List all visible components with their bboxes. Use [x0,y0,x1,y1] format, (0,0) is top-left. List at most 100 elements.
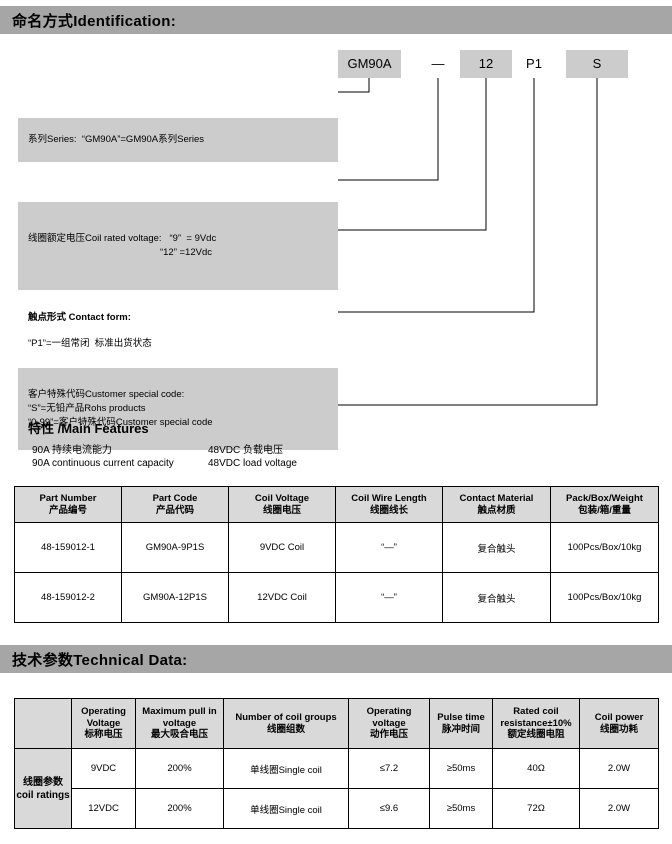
technical-col-operating-voltage-en: Operating Voltage [81,705,126,729]
banner-title-technical: 技术参数Technical Data: [12,651,188,669]
table-row: 12VDC 200% 单线圈Single coil ≤9.6 ≥50ms 72Ω… [15,788,659,829]
technical-col-operating-voltage: Operating Voltage 标称电压 [71,698,136,749]
cell-coil-power: 2.0W [579,748,659,789]
technical-col-actuation-voltage-cn: 动作电压 [369,729,408,741]
cell-pack: 100Pcs/Box/10kg [550,572,659,623]
banner-title-identification: 命名方式Identification: [12,12,177,30]
technical-col-max-pull-in-cn: 最大吸合电压 [150,729,208,741]
technical-row-header-en: coil ratings [16,789,70,801]
cell-part-number: 48-159012-2 [14,572,122,623]
parts-col-contact-material: Contact Material 触点材质 [442,486,551,523]
technical-col-coil-power: Coil power 线圈功耗 [579,698,659,749]
code-chip-series: GM90A [338,50,401,78]
parts-col-part-code-cn: 产品代码 [155,504,194,516]
technical-col-coil-groups-en: Number of coil groups [235,711,337,723]
technical-col-pulse-time-cn: 脉冲时间 [441,723,480,735]
parts-col-pack-cn: 包装/箱/重量 [578,504,631,516]
technical-col-coil-resistance: Rated coil resistance±10% 额定线圈电阻 [492,698,580,749]
cell-max-pull-in: 200% [135,788,224,829]
cell-coil-resistance: 72Ω [492,788,580,829]
parts-col-coil-voltage-en: Coil Voltage [254,492,310,504]
cell-operating-voltage: 9VDC [71,748,136,789]
technical-col-operating-voltage-cn: 标称电压 [84,729,123,741]
parts-col-part-code-en: Part Code [152,492,198,504]
cell-part-number: 48-159012-1 [14,522,122,573]
technical-col-pulse-time: Pulse time 脉冲时间 [429,698,493,749]
descriptor-contact-form-line1: 触点形式 Contact form: [28,312,131,324]
feature-cn-load-voltage: 48VDC 负载电压 [208,445,284,456]
descriptor-series-text: 系列Series: “GM90A”=GM90A系列Series [28,134,205,146]
descriptor-special-line3: “0-99”=客户特殊代码Customer special code [28,416,213,428]
code-chip-dash: — [431,56,445,71]
descriptor-special-line1: 客户特殊代码Customer special code: [28,389,185,401]
descriptor-series: 系列Series: “GM90A”=GM90A系列Series [18,118,338,162]
technical-col-coil-power-en: Coil power [594,711,644,723]
main-features-title: 特性 /Main Features [28,421,149,436]
descriptor-coil-rated-voltage: 线圈额定电压Coil rated voltage: “9” = 9Vdc “12… [18,202,338,290]
section-banner-identification: 命名方式Identification: [0,6,672,34]
code-chip-contact-form: P1 [526,56,542,71]
parts-col-part-number: Part Number 产品编号 [14,486,122,523]
technical-col-pulse-time-en: Pulse time [437,711,485,723]
descriptor-coil-voltage-line1: 线圈额定电压Coil rated voltage: “9” = 9Vdc [28,233,217,245]
parts-table: Part Number 产品编号 Part Code 产品代码 Coil Vol… [14,486,659,623]
parts-col-pack-en: Pack/Box/Weight [566,492,643,504]
cell-actuation-voltage: ≤7.2 [348,748,430,789]
table-row: 48-159012-1 GM90A-9P1S 9VDC Coil “—” 复合触… [14,522,659,573]
cell-coil-voltage: 9VDC Coil [228,522,336,573]
cell-contact-material: 复合触头 [442,572,551,623]
table-row: 48-159012-2 GM90A-12P1S 12VDC Coil “—” 复… [14,572,659,623]
technical-col-actuation-voltage-en: Operating voltage [366,705,412,729]
technical-col-coil-groups: Number of coil groups 线圈组数 [223,698,349,749]
cell-coil-voltage: 12VDC Coil [228,572,336,623]
cell-contact-material: 复合触头 [442,522,551,573]
parts-col-coil-voltage: Coil Voltage 线圈电压 [228,486,336,523]
technical-col-actuation-voltage: Operating voltage 动作电压 [348,698,430,749]
cell-part-code: GM90A-12P1S [121,572,229,623]
technical-row-header: 线圈参数 coil ratings [14,748,72,829]
parts-col-coil-voltage-cn: 线圈电压 [262,504,301,516]
cell-coil-groups: 单线圈Single coil [223,748,349,789]
cell-pulse-time: ≥50ms [429,748,493,789]
technical-table-header-row: Operating Voltage 标称电压 Maximum pull in v… [14,698,659,749]
technical-row-header-cn: 线圈参数 [23,776,63,788]
descriptor-contact-form-line2: “P1”=一组常闭 标准出货状态 [28,338,152,349]
descriptor-special-line2: “S”=无铅产品Rohs products [28,403,146,415]
technical-col-coil-groups-cn: 线圈组数 [266,723,305,735]
code-chip-voltage: 12 [460,50,512,78]
parts-col-coil-wire-length-cn: 线圈线长 [369,504,408,516]
technical-col-coil-resistance-en: Rated coil resistance±10% [500,705,572,729]
feature-en-load-voltage: 48VDC load voltage [208,458,297,469]
descriptor-contact-form: 触点形式 Contact form: “P1”=一组常闭 标准出货状态 [18,290,338,368]
cell-actuation-voltage: ≤9.6 [348,788,430,829]
cell-part-code: GM90A-9P1S [121,522,229,573]
technical-col-coil-resistance-cn: 额定线圈电阻 [507,729,565,741]
parts-col-part-number-en: Part Number [39,492,97,504]
table-row: 线圈参数 coil ratings 9VDC 200% 单线圈Single co… [14,748,659,829]
technical-col-corner [14,698,72,749]
cell-coil-resistance: 40Ω [492,748,580,789]
parts-col-pack: Pack/Box/Weight 包装/箱/重量 [550,486,659,523]
code-chip-special: S [566,50,628,78]
parts-col-part-number-cn: 产品编号 [48,504,87,516]
feature-cn-current-capacity: 90A 持续电流能力 [32,445,113,456]
section-banner-technical: 技术参数Technical Data: [0,645,672,673]
parts-table-header-row: Part Number 产品编号 Part Code 产品代码 Coil Vol… [14,486,659,523]
cell-pulse-time: ≥50ms [429,788,493,829]
descriptor-coil-voltage-line2: “12” =12Vdc [28,247,212,258]
parts-col-coil-wire-length: Coil Wire Length 线圈线长 [335,486,443,523]
descriptor-spacer [18,162,338,202]
cell-coil-power: 2.0W [579,788,659,829]
technical-col-max-pull-in: Maximum pull in voltage 最大吸合电压 [135,698,224,749]
cell-pack: 100Pcs/Box/10kg [550,522,659,573]
part-code-breakdown-diagram: GM90A — 12 P1 S 系列Series: “GM90A”=GM90A系… [0,40,672,450]
descriptor-customer-special-code: 客户特殊代码Customer special code: “S”=无铅产品Roh… [18,368,338,450]
parts-col-contact-material-en: Contact Material [459,492,534,504]
cell-coil-groups: 单线圈Single coil [223,788,349,829]
cell-operating-voltage: 12VDC [71,788,136,829]
technical-col-max-pull-in-en: Maximum pull in voltage [142,705,217,729]
parts-col-coil-wire-length-en: Coil Wire Length [351,492,427,504]
parts-col-contact-material-cn: 触点材质 [477,504,516,516]
cell-max-pull-in: 200% [135,748,224,789]
technical-col-coil-power-cn: 线圈功耗 [599,723,638,735]
